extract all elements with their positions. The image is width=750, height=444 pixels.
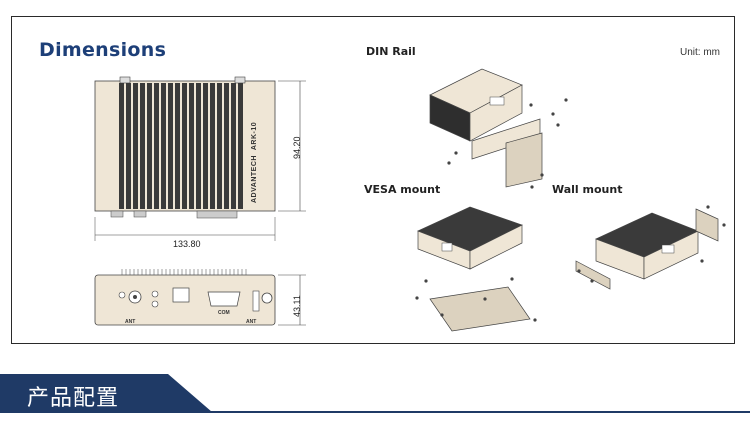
unit-label: Unit: mm [680, 47, 720, 58]
wall-mount-label: Wall mount [552, 183, 623, 196]
wall-mount-drawing [575, 205, 726, 290]
din-rail-label: DIN Rail [366, 45, 416, 58]
section-banner [0, 374, 750, 413]
width-dimension: 133.80 [173, 239, 201, 249]
front-view-drawing [94, 269, 306, 326]
ant-left-label: ANT [125, 319, 136, 325]
top-view-drawing [94, 76, 306, 241]
vesa-mount-drawing [415, 206, 537, 332]
din-rail-drawing [429, 68, 568, 189]
ant-right-label: ANT [246, 319, 257, 325]
dimensions-title: Dimensions [39, 39, 167, 61]
vesa-mount-label: VESA mount [364, 183, 441, 196]
dimensions-panel: Dimensions Unit: mm ADVANTECH AR [11, 16, 735, 344]
com-label: COM [218, 310, 230, 316]
banner-title: 产品配置 [27, 386, 120, 411]
